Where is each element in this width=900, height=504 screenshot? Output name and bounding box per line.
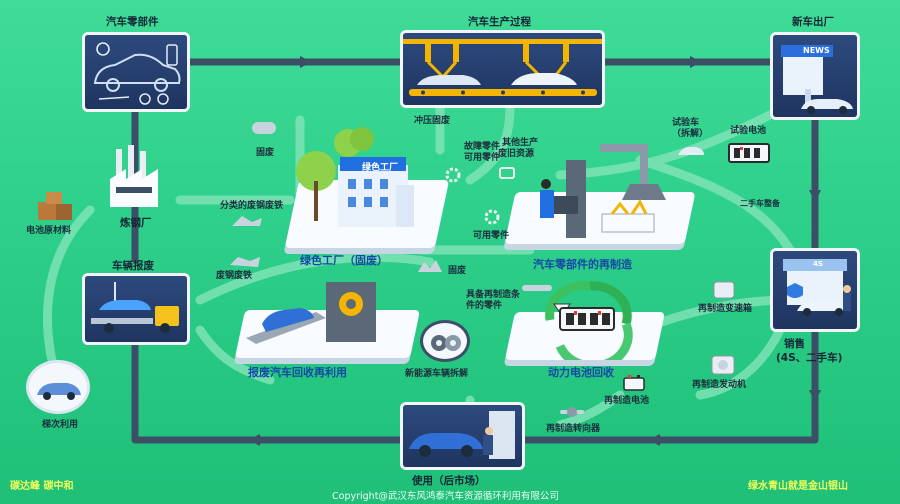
car-parts-icon xyxy=(93,42,181,105)
dealership-icon xyxy=(783,259,851,316)
solid-waste-2-label: 固废 xyxy=(448,266,467,276)
news-kiosk-icon xyxy=(781,45,853,114)
assembly-line-icon xyxy=(403,39,602,96)
steel-scrap-icon-2 xyxy=(230,257,260,267)
production-title: 汽车生产过程 xyxy=(468,16,531,28)
auto-parts-panel[interactable] xyxy=(82,32,190,112)
engine-icon xyxy=(711,355,735,375)
boxes-icon xyxy=(38,192,72,220)
steel-mill-title: 炼钢厂 xyxy=(120,217,152,229)
test-battery-label: 试验电池 xyxy=(730,126,767,136)
slogan-right: 绿水青山就是金山银山 xyxy=(748,481,848,492)
steel-scrap-icon xyxy=(232,216,262,226)
green-factory-sign: 绿色工厂 xyxy=(362,163,399,173)
test-car-label-1: 试验车 xyxy=(672,118,700,128)
recycle-battery-icon xyxy=(545,281,633,360)
other-waste-label-1: 其他生产 xyxy=(502,138,539,148)
stamping-waste-label: 冲压固废 xyxy=(414,116,451,126)
reman-gearbox-label: 再制造变速箱 xyxy=(698,304,753,314)
auto-parts-title: 汽车零部件 xyxy=(106,16,159,28)
car-repair-icon xyxy=(409,411,515,459)
reman-parts-label-1: 具备再制造条 xyxy=(466,290,521,300)
solid-waste-label: 固废 xyxy=(256,148,275,158)
waste-icon xyxy=(418,260,442,272)
scrapping-panel[interactable] xyxy=(82,273,190,345)
other-waste-label-2: 废旧资源 xyxy=(498,149,535,159)
ev-dismantle-label: 新能源车辆拆解 xyxy=(405,369,469,379)
battery-recycle-title: 动力电池回收 xyxy=(548,366,614,379)
test-car-icon xyxy=(678,147,704,155)
test-car-label-2: （拆解） xyxy=(672,129,709,139)
scrapping-title: 车辆报废 xyxy=(112,260,154,272)
faulty-parts-label-2: 可用零件 xyxy=(464,153,501,163)
news-sign: NEWS xyxy=(803,46,830,55)
faulty-parts-label-1: 故障零件 xyxy=(464,142,501,152)
green-factory-title: 绿色工厂（固废） xyxy=(300,254,388,267)
sales-subtitle: (4S、二手车) xyxy=(776,352,843,364)
shop-sign: 4S xyxy=(813,260,823,268)
reman-parts-label-2: 件的零件 xyxy=(466,301,503,311)
usage-title: 使用（后市场） xyxy=(412,475,486,487)
new-car-panel[interactable]: NEWS xyxy=(770,32,860,120)
steel-mill-icon xyxy=(110,145,158,207)
reman-battery-label: 再制造电池 xyxy=(604,396,650,406)
used-car-prep-label: 二手车整备 xyxy=(740,199,780,208)
battery-pack-icon xyxy=(728,143,770,163)
scrap-steel-label: 废钢废铁 xyxy=(216,271,253,281)
parts-reman-title: 汽车零部件的再制造 xyxy=(533,258,632,271)
gearbox-icon xyxy=(713,281,735,299)
tow-truck-icon xyxy=(91,282,179,333)
usage-panel[interactable] xyxy=(400,402,525,470)
wheels-icon xyxy=(431,335,461,351)
usable-parts-label: 可用零件 xyxy=(473,231,510,241)
car-icon xyxy=(37,383,81,400)
cascade-use-label: 梯次利用 xyxy=(42,420,79,430)
sales-panel[interactable]: 4S xyxy=(770,248,860,332)
slogan-left: 碳达峰 碳中和 xyxy=(10,481,74,492)
resource-icon xyxy=(499,167,515,179)
sorted-scrap-label: 分类的废钢废铁 xyxy=(220,201,284,211)
reman-steering-label: 再制造转向器 xyxy=(546,424,601,434)
battery-material-label: 电池原材料 xyxy=(26,226,72,236)
sales-title: 销售 xyxy=(784,338,805,350)
car-shredder-icon xyxy=(246,282,376,344)
production-panel[interactable] xyxy=(400,30,605,108)
new-car-title: 新车出厂 xyxy=(792,16,834,28)
battery-icon xyxy=(623,375,645,391)
green-factory-icon xyxy=(296,127,414,227)
robot-arm-icon xyxy=(540,144,666,238)
cascade-use-badge[interactable] xyxy=(26,360,90,414)
scrap-recycle-title: 报废汽车回收再利用 xyxy=(248,366,347,379)
reman-engine-label: 再制造发动机 xyxy=(692,380,747,390)
part-icon xyxy=(522,285,552,291)
ev-dismantle-badge[interactable] xyxy=(420,320,470,362)
copyright: Copyright@武汉东风鸿泰汽车资源循环利用有限公司 xyxy=(332,491,559,502)
steering-rack-icon xyxy=(560,407,584,417)
gear-icon-2 xyxy=(484,209,500,225)
gear-icon xyxy=(445,167,461,183)
scrap-pieces-icon xyxy=(252,122,276,134)
